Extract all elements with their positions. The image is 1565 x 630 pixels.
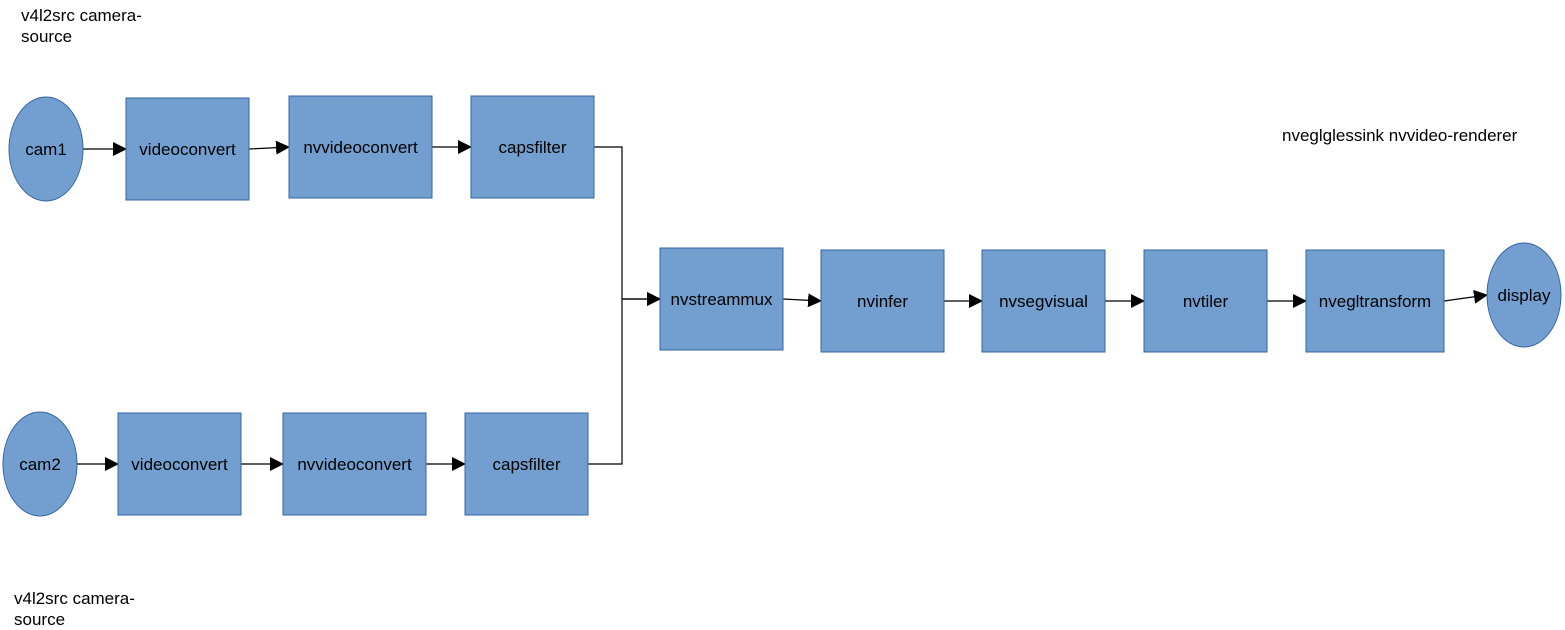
node-label-videoconvert-1: videoconvert [139, 140, 236, 159]
node-label-nvvideoconvert-1: nvvideoconvert [303, 138, 418, 157]
node-label-capsfilter-1: capsfilter [498, 138, 566, 157]
node-capsfilter-1 [470, 95, 595, 199]
node-nvinfer [820, 249, 945, 353]
node-label-capsfilter-2: capsfilter [492, 455, 560, 474]
node-label-nvsegvisual: nvsegvisual [999, 292, 1088, 311]
node-label-nvtiler: nvtiler [1183, 292, 1229, 311]
node-nvsegvisual [981, 249, 1106, 353]
edge-videoconvert-1-to-nvvideoconvert-1 [248, 140, 290, 155]
note-top-left: v4l2src camera- source [21, 6, 142, 46]
node-cam2 [2, 411, 78, 517]
node-label-nvstreammux: nvstreammux [670, 290, 773, 309]
node-label-cam1: cam1 [25, 140, 67, 159]
edge-capsfilter-2-to-nvstreammux [588, 292, 661, 465]
note-bottom-left: v4l2src camera- source [14, 589, 135, 629]
node-videoconvert-2 [117, 412, 242, 516]
edge-capsfilter-1-to-nvstreammux [594, 146, 661, 306]
edge-nvegltransform-to-display [1443, 289, 1488, 304]
node-nvstreammux [659, 247, 784, 351]
node-display [1486, 242, 1562, 348]
node-label-nvinfer: nvinfer [857, 292, 908, 311]
node-label-videoconvert-2: videoconvert [131, 455, 228, 474]
node-nvvideoconvert-2 [282, 412, 427, 516]
node-videoconvert-1 [125, 97, 250, 201]
node-label-nvvideoconvert-2: nvvideoconvert [297, 455, 412, 474]
note-renderer: nveglglessink nvvideo-renderer [1282, 126, 1518, 145]
node-label-display: display [1498, 286, 1551, 305]
edge-nvstreammux-to-nvinfer [782, 293, 822, 308]
node-capsfilter-2 [464, 412, 589, 516]
node-nvvideoconvert-1 [288, 95, 433, 199]
node-cam1 [8, 96, 84, 202]
node-label-nvegltransform: nvegltransform [1319, 292, 1431, 311]
node-nvtiler [1143, 249, 1268, 353]
node-nvegltransform [1305, 249, 1445, 353]
node-label-cam2: cam2 [19, 455, 61, 474]
